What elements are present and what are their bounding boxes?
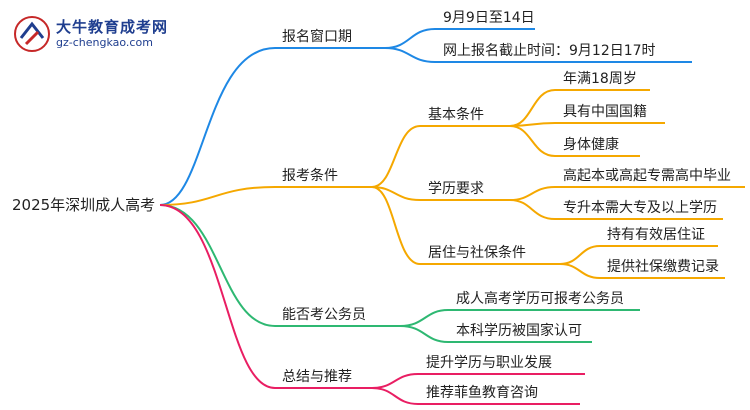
leaf-civil-degree: 本科学历被国家认可	[456, 323, 582, 339]
leaf-age: 年满18周岁	[563, 71, 637, 87]
branch-signup-window: 报名窗口期	[282, 29, 352, 45]
leaf-civil-exam: 成人高考学历可报考公务员	[456, 291, 624, 307]
link-conditions-residence	[371, 186, 421, 265]
link-conditions-basic	[371, 125, 421, 188]
link-signup-deadline	[384, 47, 436, 63]
link-residence-social	[559, 263, 601, 279]
link-root-civil	[159, 204, 276, 327]
link-basic-health	[509, 125, 556, 157]
sub-education: 学历要求	[428, 181, 484, 197]
link-summary-consult	[371, 387, 419, 405]
branch-conditions: 报考条件	[282, 168, 338, 184]
link-residence-permit	[559, 245, 601, 265]
leaf-permit: 持有有效居住证	[607, 227, 705, 243]
leaf-health: 身体健康	[563, 137, 619, 153]
leaf-consult: 推荐菲鱼教育咨询	[426, 385, 538, 401]
link-root-signup	[159, 47, 276, 206]
logo-title: 大牛教育成考网	[56, 18, 169, 36]
site-logo: 大牛教育成考网 gz-chengkao.com	[12, 14, 182, 54]
link-signup-dates	[384, 28, 436, 49]
link-basic-age	[509, 89, 556, 127]
branch-summary: 总结与推荐	[282, 369, 352, 385]
link-root-conditions	[159, 186, 276, 206]
link-edu-highschool	[509, 186, 556, 201]
leaf-college: 专升本需大专及以上学历	[563, 200, 717, 216]
branch-civil-service: 能否考公务员	[282, 307, 366, 323]
link-civil-degree	[399, 325, 449, 343]
sub-basic: 基本条件	[428, 107, 484, 123]
link-civil-exam	[399, 309, 449, 327]
leaf-highschool: 高起本或高起专需高中毕业	[563, 168, 731, 184]
root-node: 2025年深圳成人高考	[12, 196, 156, 214]
link-root-summary	[159, 204, 276, 389]
logo-mark-icon	[14, 16, 50, 52]
sub-residence: 居住与社保条件	[428, 245, 526, 261]
leaf-career: 提升学历与职业发展	[426, 355, 552, 371]
leaf-nationality: 具有中国国籍	[563, 104, 647, 120]
logo-url: gz-chengkao.com	[56, 36, 153, 49]
link-edu-college	[509, 199, 556, 220]
leaf-signup-dates: 9月9日至14日	[443, 10, 535, 26]
leaf-social-security: 提供社保缴费记录	[607, 259, 719, 275]
leaf-signup-deadline: 网上报名截止时间：9月12日17时	[443, 43, 656, 59]
link-summary-career	[371, 373, 419, 389]
